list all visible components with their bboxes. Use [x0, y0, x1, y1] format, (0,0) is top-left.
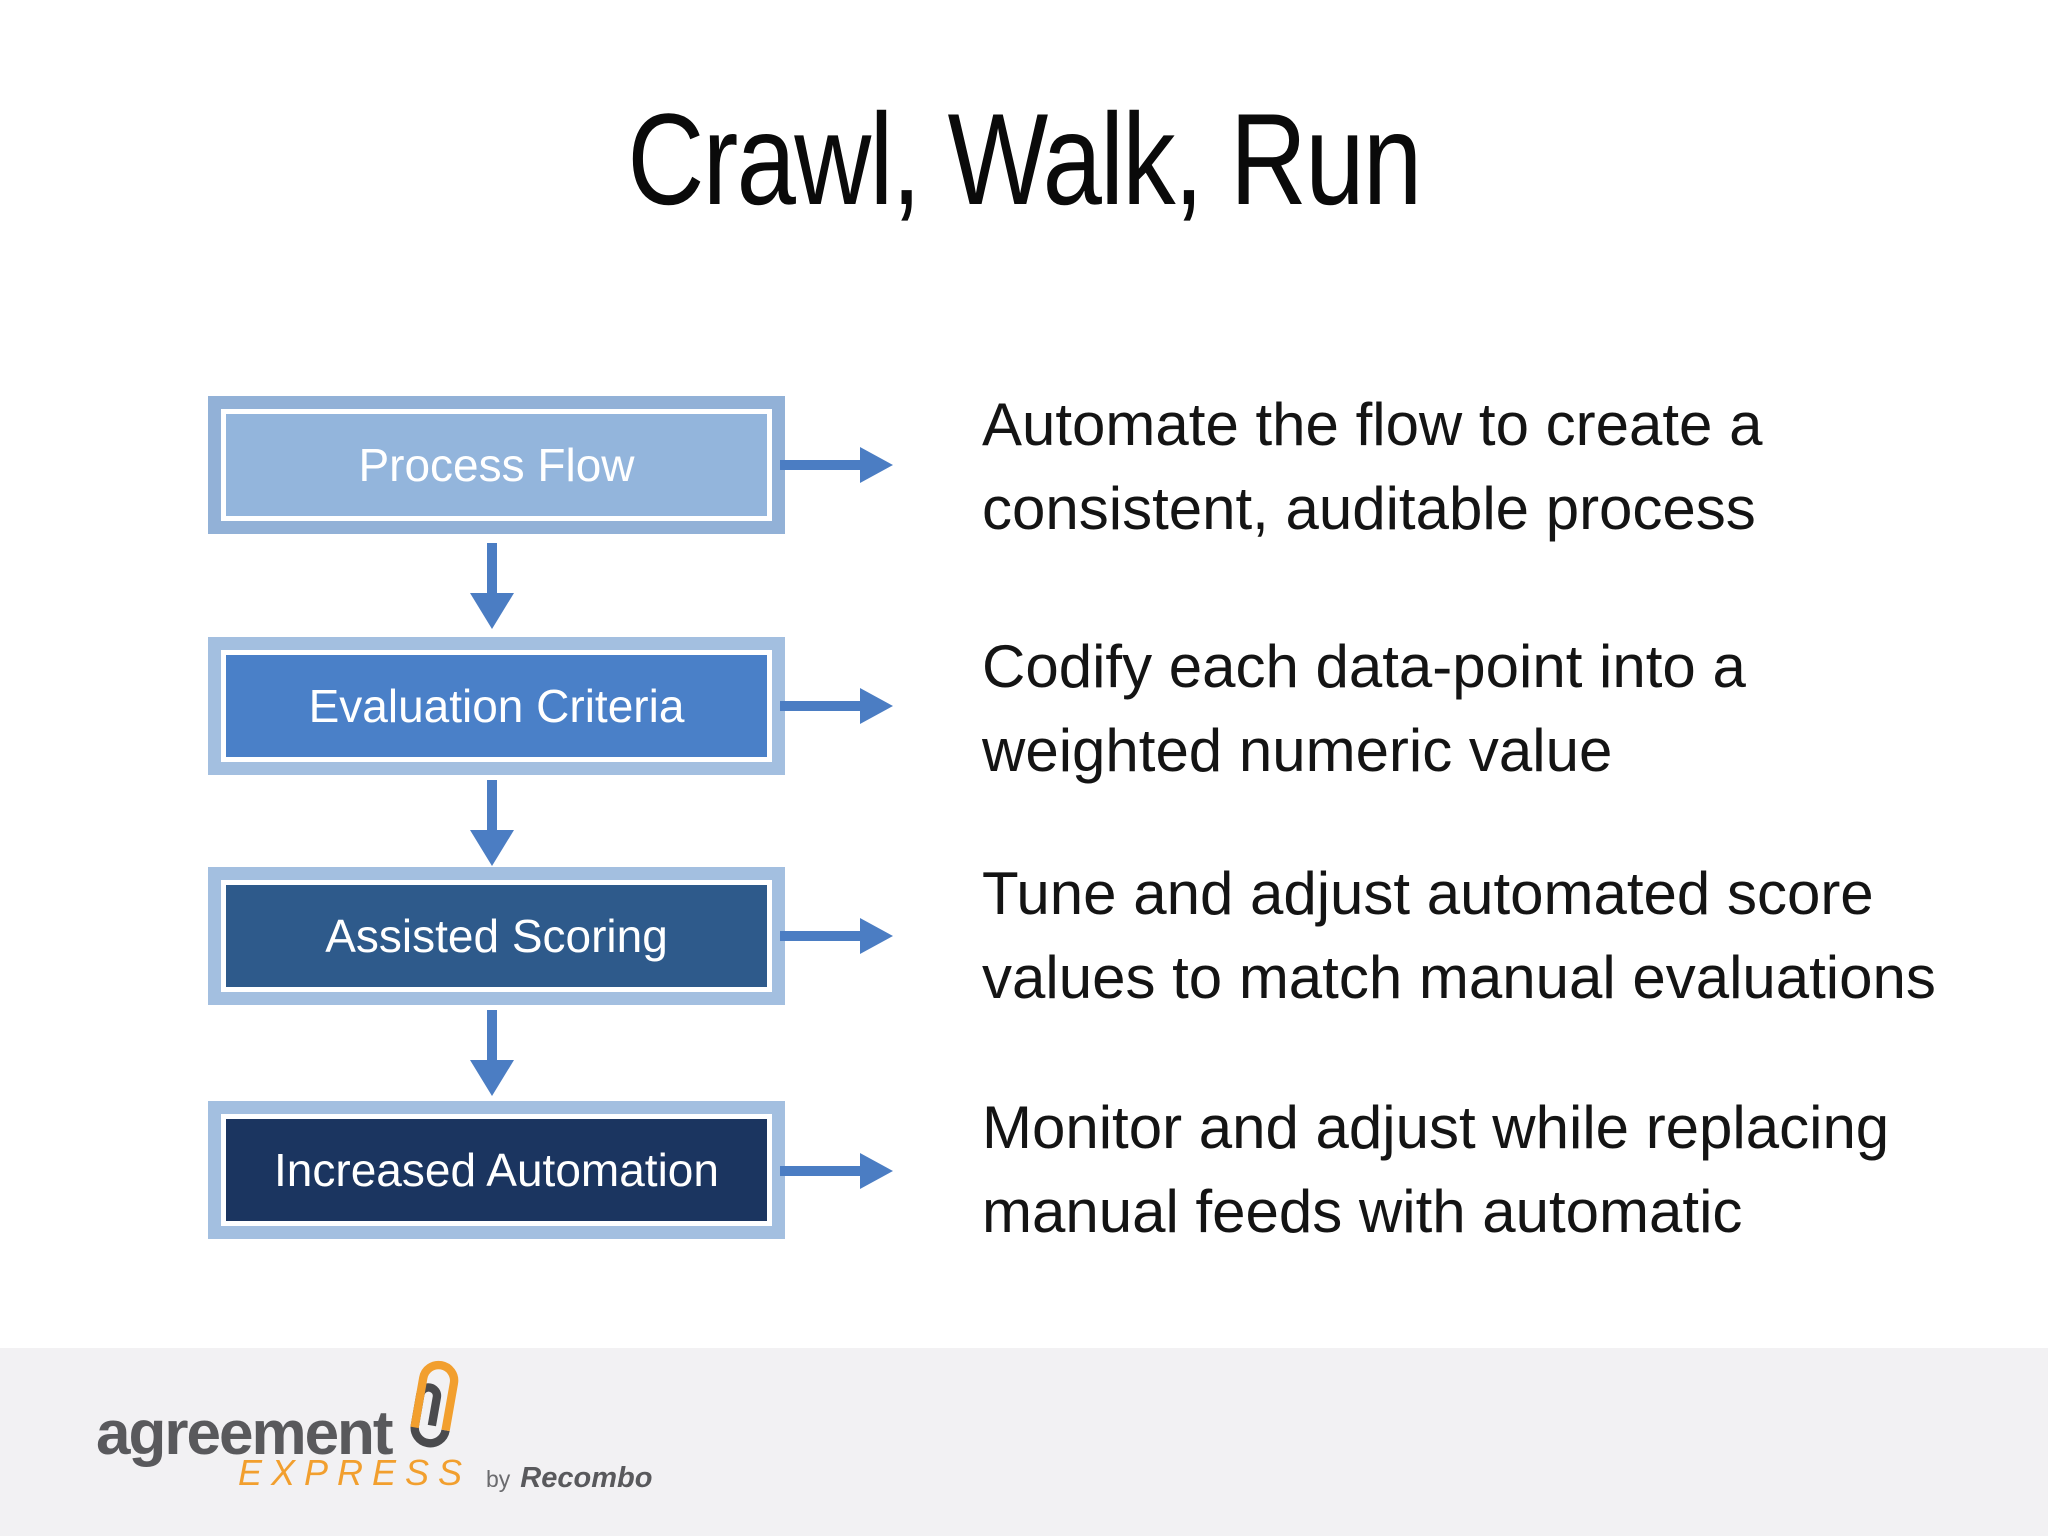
flow-box-inner: Assisted Scoring: [221, 880, 772, 992]
step-description-line: Automate the flow to create a: [982, 391, 1763, 458]
flow-box-label: Process Flow: [358, 439, 635, 491]
step-description-line: weighted numeric value: [982, 717, 1613, 784]
step-description-line: consistent, auditable process: [982, 475, 1756, 542]
down-arrow-icon: [467, 780, 517, 868]
logo-brand-recombo: Recombo: [520, 1462, 653, 1494]
logo-wordmark-agreement: agreement: [96, 1399, 394, 1468]
step-description: Automate the flow to create a consistent…: [982, 383, 2002, 551]
step-description: Codify each data-point into a weighted n…: [982, 625, 2002, 793]
step-description-line: manual feeds with automatic: [982, 1178, 1743, 1245]
step-description-line: values to match manual evaluations: [982, 944, 1936, 1011]
down-arrow-icon: [467, 1010, 517, 1098]
flow-box-increased-automation: Increased Automation: [208, 1101, 785, 1239]
right-arrow-icon: [780, 684, 895, 728]
step-description: Monitor and adjust while replacing manua…: [982, 1086, 2002, 1254]
flow-box-inner: Process Flow: [221, 409, 772, 521]
flow-box-label: Assisted Scoring: [325, 910, 668, 962]
flow-box-evaluation-criteria: Evaluation Criteria: [208, 637, 785, 775]
logo-wordmark-express: EXPRESS: [238, 1452, 472, 1493]
step-description-line: Codify each data-point into a: [982, 633, 1746, 700]
flow-box-process-flow: Process Flow: [208, 396, 785, 534]
right-arrow-icon: [780, 1149, 895, 1193]
logo-byline: by Recombo: [486, 1462, 652, 1495]
down-arrow-icon: [467, 543, 517, 631]
footer-band: [0, 1348, 2048, 1536]
step-description: Tune and adjust automated score values t…: [982, 852, 2002, 1020]
slide-title: Crawl, Walk, Run: [627, 86, 1422, 232]
flow-box-inner: Evaluation Criteria: [221, 650, 772, 762]
step-description-line: Tune and adjust automated score: [982, 860, 1874, 927]
flow-box-label: Evaluation Criteria: [308, 680, 685, 732]
flow-box-inner: Increased Automation: [221, 1114, 772, 1226]
right-arrow-icon: [780, 914, 895, 958]
step-description-line: Monitor and adjust while replacing: [982, 1094, 1890, 1161]
paperclip-icon: [387, 1351, 477, 1472]
flow-box-assisted-scoring: Assisted Scoring: [208, 867, 785, 1005]
right-arrow-icon: [780, 443, 895, 487]
logo-by-text: by: [486, 1466, 511, 1492]
flow-box-label: Increased Automation: [274, 1144, 719, 1196]
